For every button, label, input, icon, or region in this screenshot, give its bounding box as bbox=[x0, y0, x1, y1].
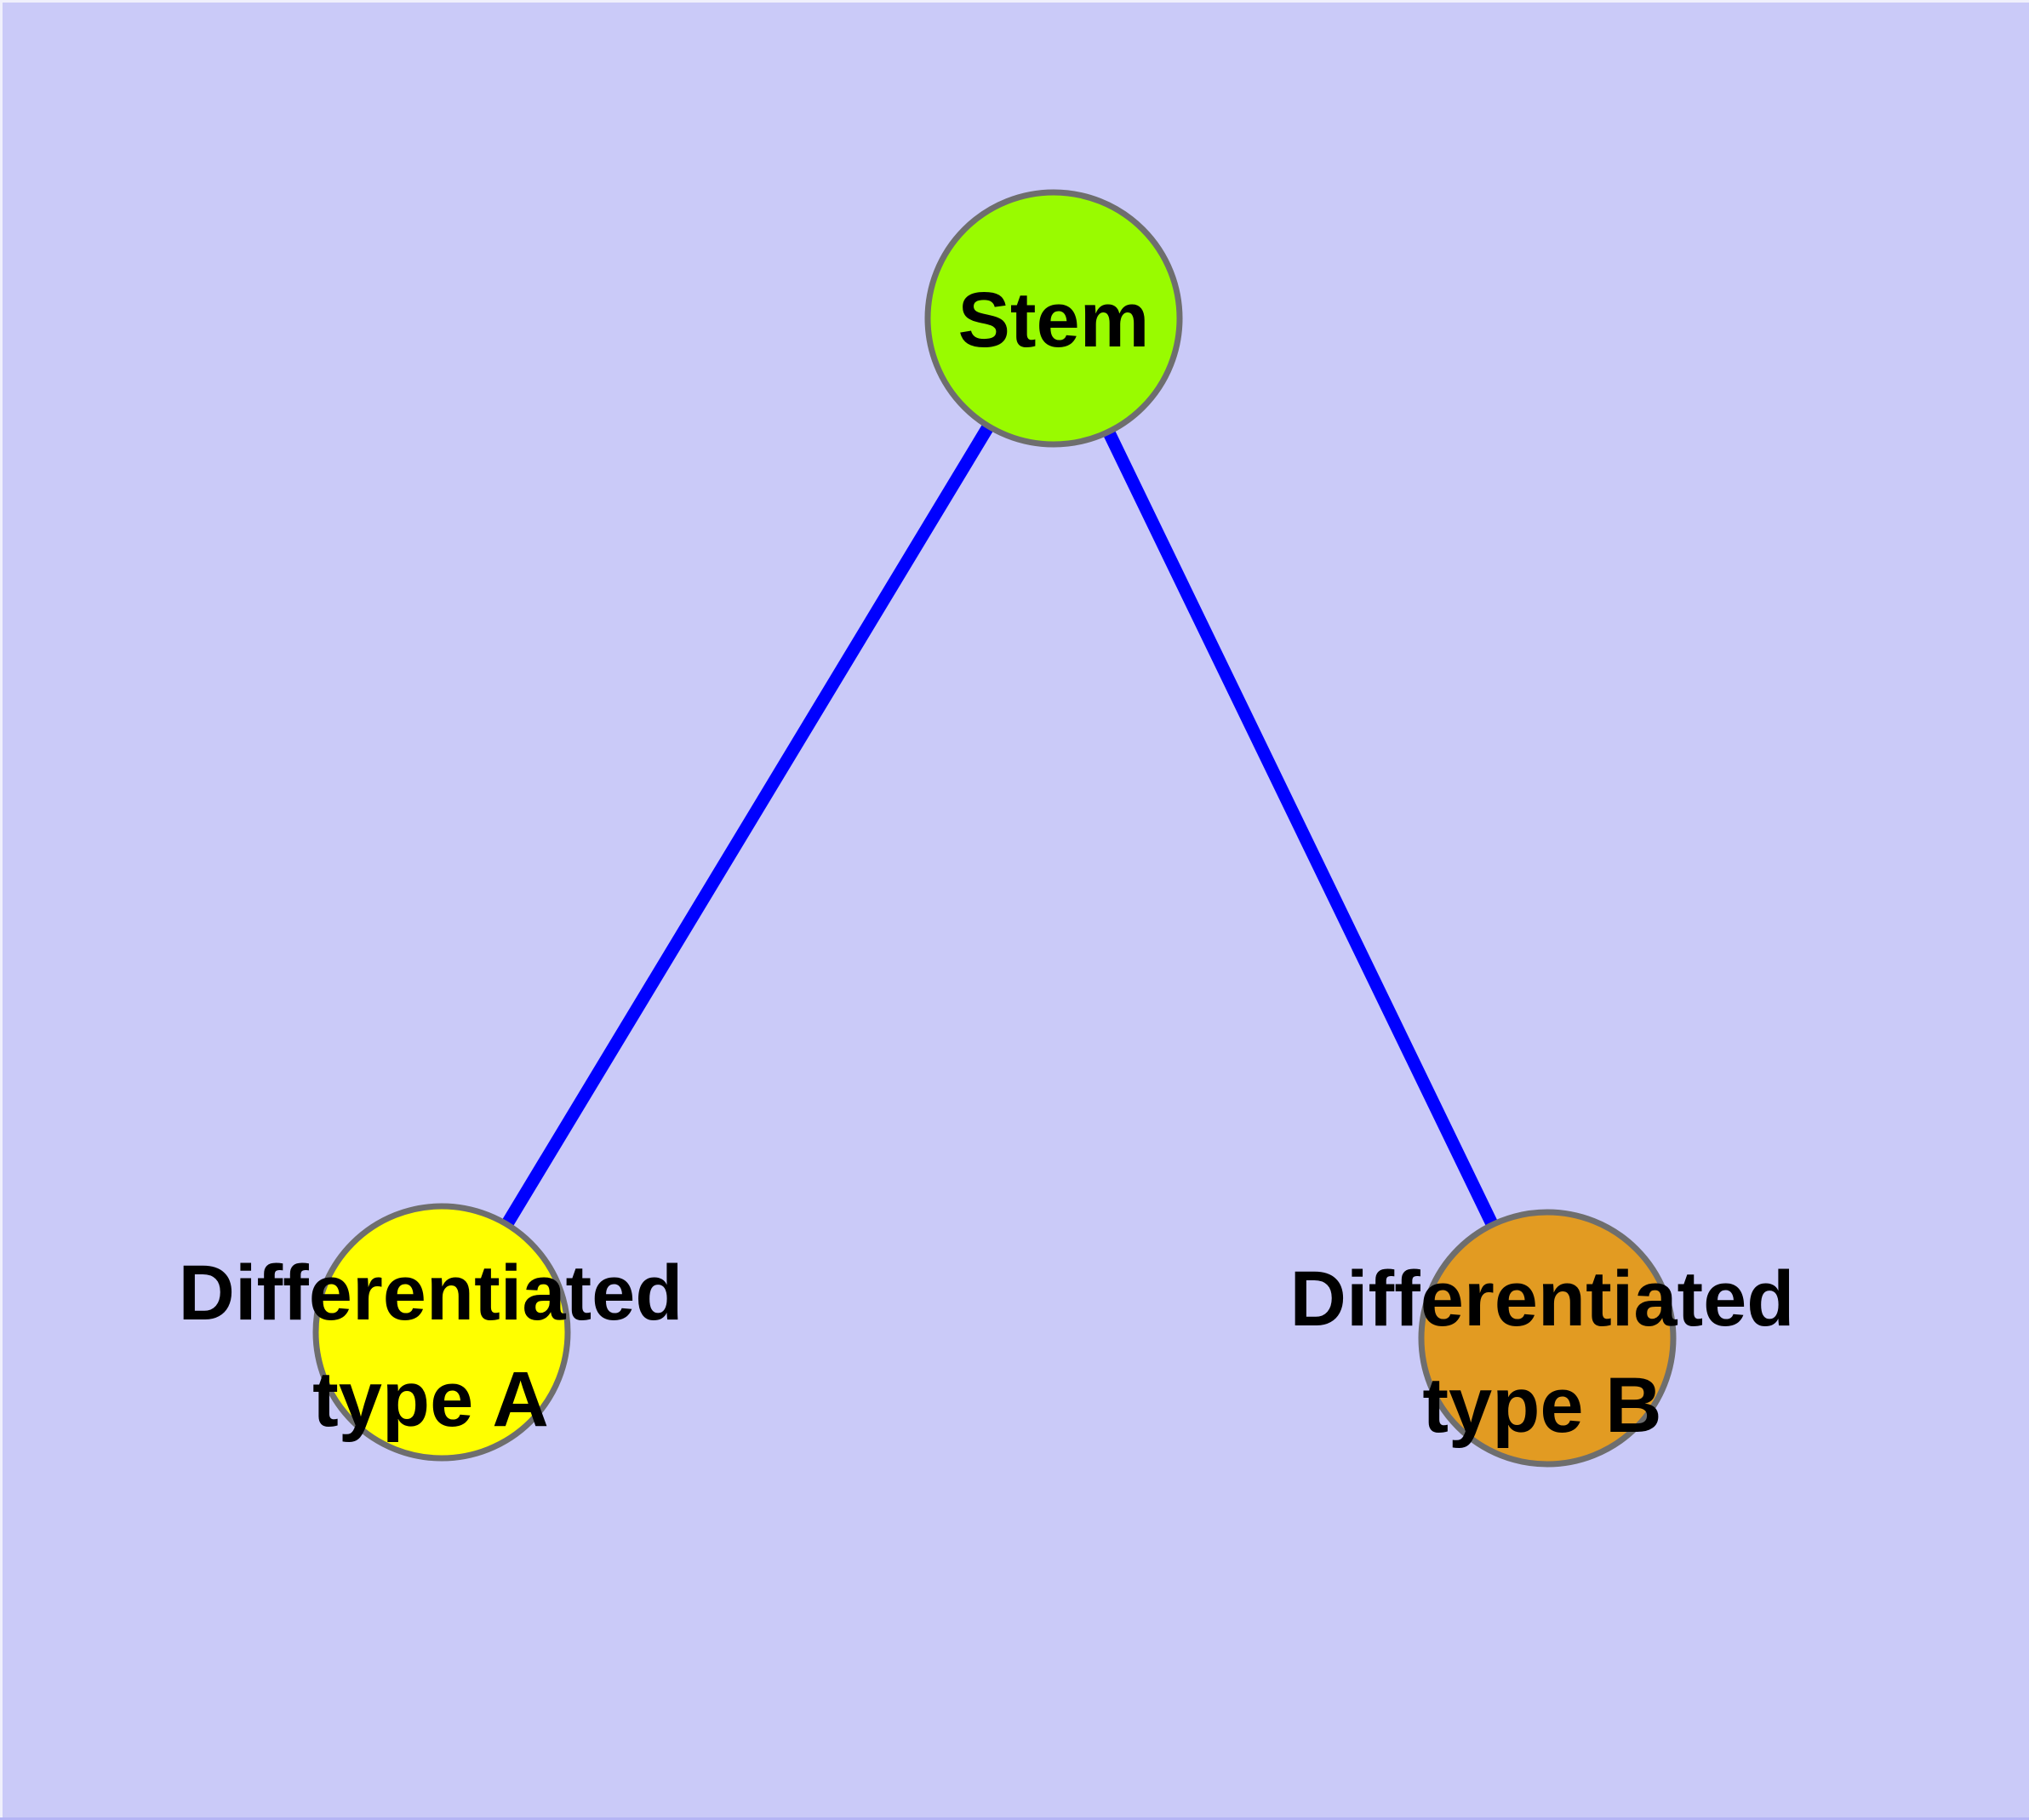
node-stem bbox=[924, 189, 1183, 448]
node-differentiated-type-a bbox=[312, 1203, 571, 1462]
canvas-edge-bottom-shadow bbox=[0, 1817, 2029, 1820]
edge-stem-to-type-a bbox=[436, 315, 1060, 1336]
node-stem-label: Stem bbox=[958, 277, 1150, 363]
canvas-edge-top-highlight bbox=[0, 0, 2029, 3]
node-differentiated-type-b bbox=[1418, 1209, 1677, 1468]
node-differentiated-type-a-label-line1: Differentiated bbox=[179, 1250, 683, 1336]
node-differentiated-type-a-label-line2: type A bbox=[312, 1356, 549, 1443]
edge-stem-to-type-b bbox=[1048, 315, 1553, 1342]
node-differentiated-type-b-label-line2: type B bbox=[1422, 1362, 1661, 1449]
node-differentiated-type-b-label-line1: Differentiated bbox=[1290, 1256, 1795, 1342]
canvas-edge-left-highlight bbox=[0, 0, 3, 1820]
